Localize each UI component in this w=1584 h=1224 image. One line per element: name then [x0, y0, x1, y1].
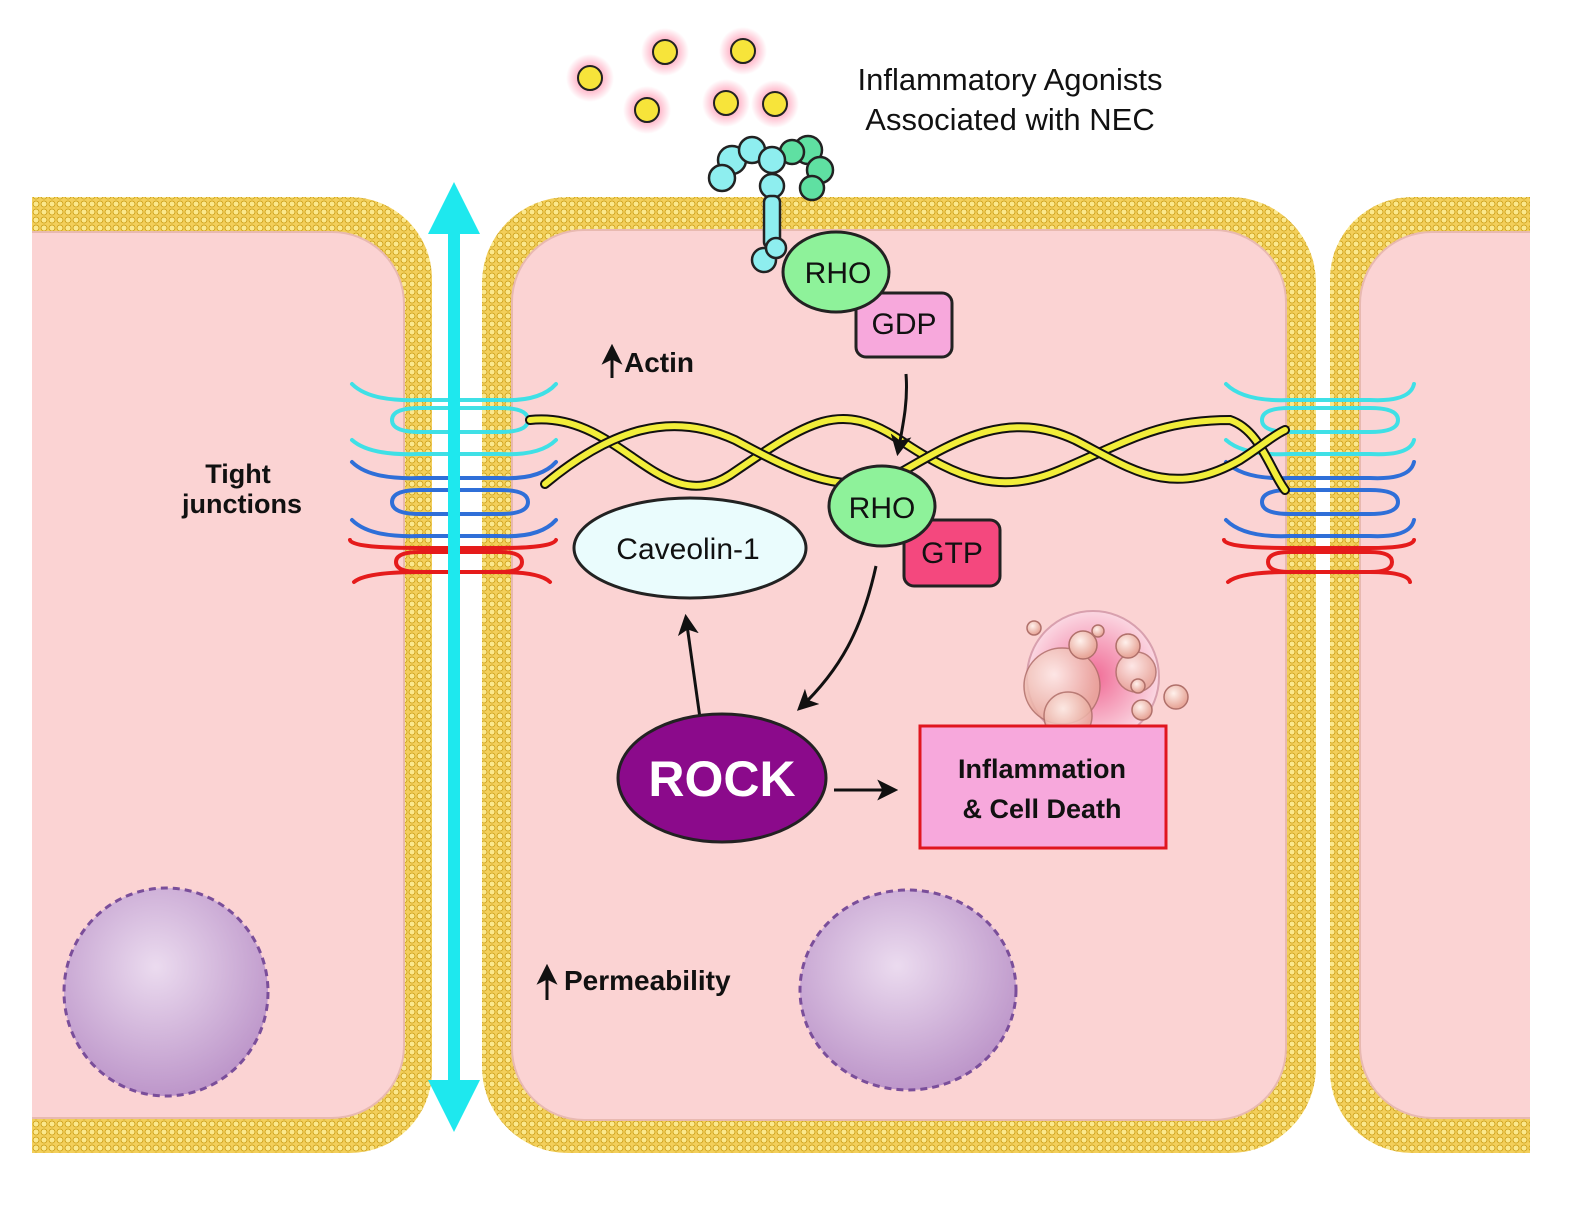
permeability-label: Permeability — [564, 965, 731, 996]
gtp-label: GTP — [921, 537, 983, 570]
tight-junctions-line1: Tight — [205, 459, 270, 489]
rho-mid-ellipse — [827, 464, 937, 548]
cell-death-cluster — [1023, 610, 1189, 744]
actin-filament — [525, 414, 1290, 495]
agonists-line2: Associated with NEC — [865, 102, 1154, 137]
rho-mid-label: RHO — [849, 492, 916, 525]
permeability-arrow — [428, 182, 480, 1132]
nucleus-center — [798, 888, 1018, 1092]
agonist-particles — [566, 27, 799, 134]
gtp-box — [902, 518, 1002, 588]
arrow-rock-to-caveolin — [677, 613, 702, 719]
receptor — [707, 134, 835, 274]
agonists-line1: Inflammatory Agonists — [858, 62, 1163, 97]
rho-top-label: RHO — [805, 257, 872, 290]
gdp-box — [854, 291, 954, 359]
rho-top-ellipse — [781, 230, 891, 314]
tight-junction-left — [348, 382, 558, 584]
rock-ellipse — [616, 712, 828, 844]
nucleus-left — [62, 886, 270, 1098]
right-cell — [1330, 197, 1530, 1153]
rock-label: ROCK — [648, 751, 795, 807]
arrow-gtp-to-rock — [796, 565, 878, 711]
arrow-gdp-to-gtp — [890, 373, 912, 457]
tight-junctions-line2: junctions — [181, 489, 302, 519]
inflammation-box — [918, 724, 1168, 850]
caveolin-label: Caveolin-1 — [616, 533, 759, 566]
inflammation-line1: Inflammation — [958, 754, 1126, 784]
caveolin-ellipse — [572, 496, 808, 600]
inflammation-line2: & Cell Death — [962, 794, 1121, 824]
actin-label: Actin — [624, 347, 694, 378]
gdp-label: GDP — [871, 308, 936, 341]
